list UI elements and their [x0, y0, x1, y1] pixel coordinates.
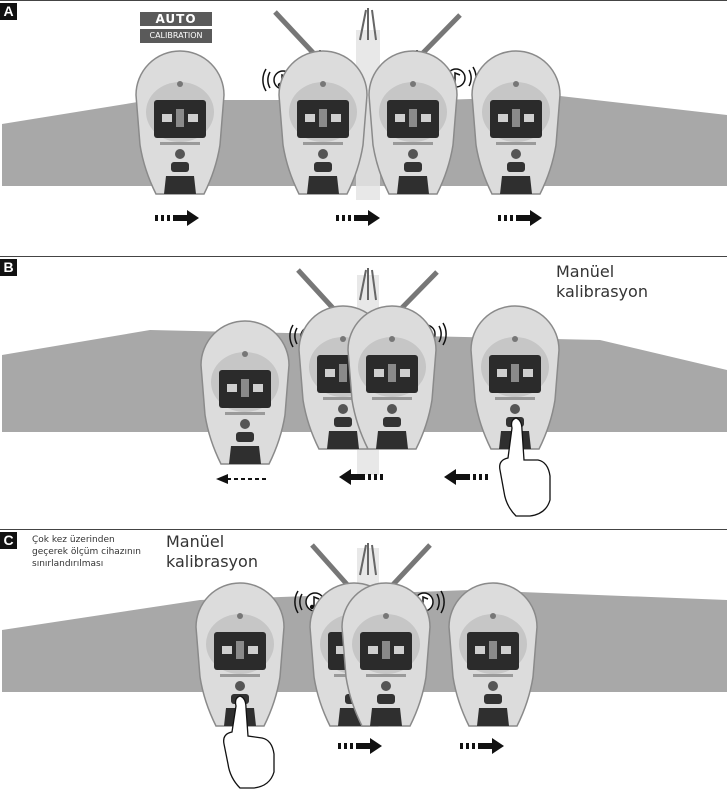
panel-c-rule — [0, 529, 727, 530]
pencil-a-left — [273, 10, 320, 60]
panel-a-badge: A — [0, 3, 17, 20]
panel-b-caption: Manüel kalibrasyon — [556, 262, 648, 301]
panel-c-note: Çok kez üzerinden geçerek ölçüm cihazını… — [32, 535, 141, 569]
panel-b-badge: B — [0, 259, 17, 276]
device-a3 — [368, 50, 458, 195]
pencil-c-left — [310, 543, 354, 592]
auto-label: AUTO — [140, 12, 212, 26]
device-b1 — [200, 320, 290, 465]
device-c3 — [341, 582, 431, 727]
device-b3 — [347, 305, 437, 450]
panel-a-rule — [0, 0, 727, 1]
arrow-b1 — [444, 469, 488, 485]
arrow-a2 — [336, 210, 380, 226]
pencil-c-right — [386, 543, 432, 592]
hand-c — [223, 695, 275, 789]
panel-b-rule — [0, 256, 727, 257]
device-c4 — [448, 582, 538, 727]
panel-c-badge: C — [0, 532, 17, 549]
auto-calibration-badge: AUTO CALIBRATION — [140, 12, 212, 45]
arrow-a1 — [155, 210, 199, 226]
arrow-c2 — [460, 738, 504, 754]
arrow-a3 — [498, 210, 542, 226]
device-a1 — [135, 50, 225, 195]
calibration-label: CALIBRATION — [140, 29, 212, 43]
hand-b — [499, 417, 551, 517]
device-a2 — [278, 50, 368, 195]
panel-c-caption: Manüel kalibrasyon — [166, 532, 258, 571]
device-a4 — [471, 50, 561, 195]
pencil-a-right — [416, 13, 462, 60]
arrow-c1 — [338, 738, 382, 754]
